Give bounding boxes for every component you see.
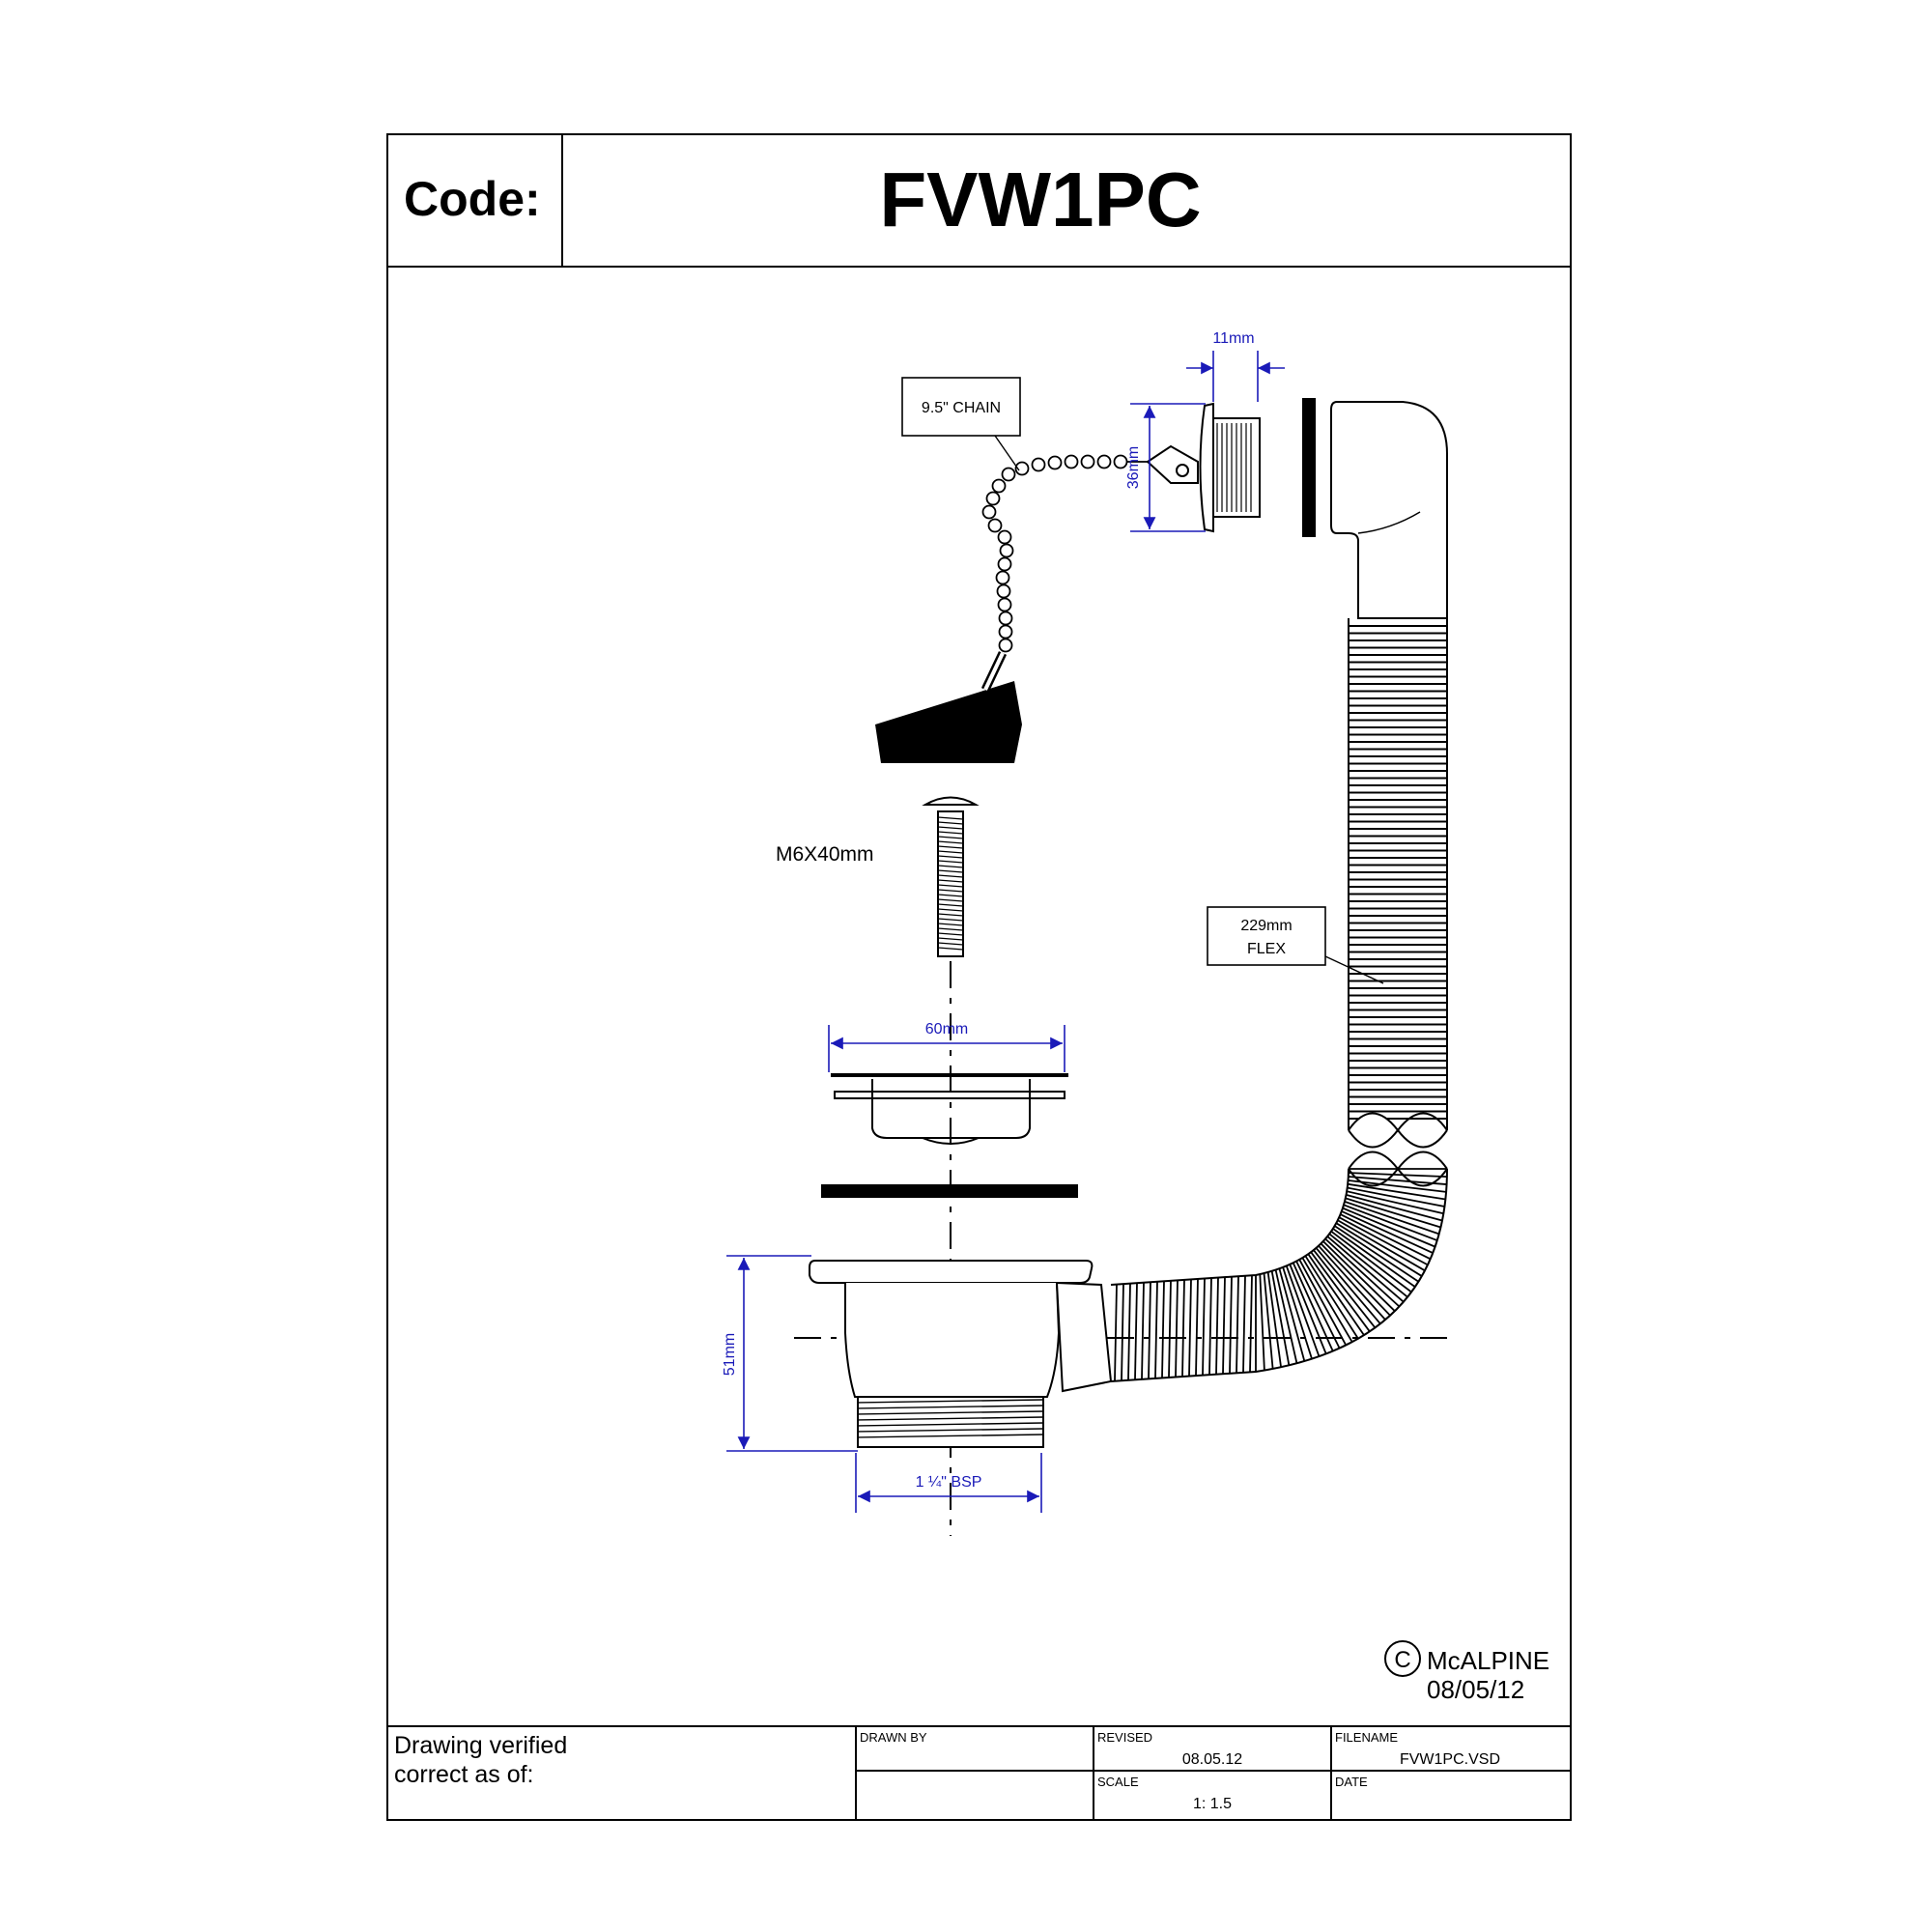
dimension-grid-diameter: 60mm [828, 1021, 1065, 1072]
screw-label: M6X40mm [776, 843, 874, 866]
dimension-overflow-depth: 11mm [1186, 330, 1285, 402]
flex-hose-bend [1110, 1168, 1448, 1382]
revised-value: 08.05.12 [1182, 1751, 1242, 1768]
dim-11mm: 11mm [1212, 330, 1254, 347]
product-code: FVW1PC [879, 156, 1201, 242]
chain-bracket [1146, 444, 1199, 484]
chain-label-box [901, 377, 1021, 437]
waste-threaded-tail [857, 1396, 1044, 1448]
copyright-date: 08/05/12 [1427, 1675, 1524, 1704]
bath-plug [875, 681, 1022, 763]
title-block [387, 1725, 1571, 1820]
revised-label: REVISED [1097, 1730, 1152, 1745]
flex-label-line2: FLEX [1247, 941, 1286, 957]
verified-line1: Drawing verified [394, 1732, 567, 1759]
dim-51mm: 51mm [722, 1333, 738, 1376]
screw-head [922, 796, 980, 806]
copyright-symbol: C [1394, 1647, 1410, 1673]
flex-label-line1: 229mm [1240, 918, 1292, 934]
overflow-washer [1302, 398, 1316, 537]
waste-washer [821, 1184, 1078, 1198]
flex-label-box [1207, 906, 1326, 966]
copyright-symbol-circle [1384, 1640, 1421, 1677]
dimension-thread: 1 ¼" BSP [855, 1453, 1042, 1513]
screw [922, 796, 980, 957]
overflow-faceplate [1199, 402, 1214, 533]
plug-chain [981, 454, 1148, 653]
scale-label: SCALE [1097, 1775, 1139, 1789]
grid-strainer [831, 1073, 1068, 1145]
overflow-elbow [1330, 401, 1448, 619]
code-label: Code: [404, 172, 541, 226]
overflow-assembly [1146, 398, 1448, 619]
waste-body [809, 1260, 1113, 1448]
flex-hose [1348, 618, 1448, 1187]
dimension-waste-height: 51mm [722, 1255, 858, 1452]
filename-label: FILENAME [1335, 1730, 1398, 1745]
scale-value: 1: 1.5 [1193, 1796, 1232, 1812]
dimension-overflow-diameter: 36mm [1125, 403, 1206, 532]
dim-60mm: 60mm [925, 1021, 968, 1037]
drawing-frame [386, 133, 1572, 1821]
date-label: DATE [1335, 1775, 1368, 1789]
screw-shank [937, 810, 964, 957]
verified-line2: correct as of: [394, 1761, 534, 1788]
drawn-by-label: DRAWN BY [860, 1730, 927, 1745]
waste-side-outlet [1055, 1281, 1113, 1393]
chain-label: 9.5" CHAIN [922, 400, 1001, 416]
dim-bsp: 1 ¼" BSP [916, 1474, 982, 1491]
filename-value: FVW1PC.VSD [1400, 1751, 1500, 1768]
copyright-company: McALPINE [1427, 1646, 1549, 1675]
dim-36mm: 36mm [1125, 446, 1142, 489]
